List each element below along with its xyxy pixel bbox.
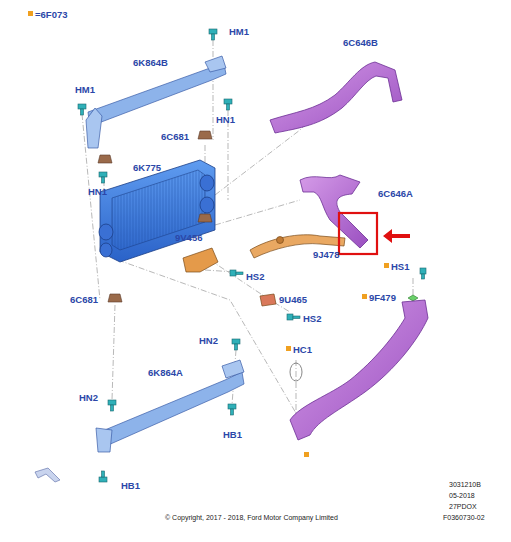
part-number: 9U465 bbox=[279, 295, 307, 305]
lower-bracket bbox=[96, 360, 244, 452]
note-squares bbox=[28, 11, 389, 457]
part-number: HS1 bbox=[391, 262, 409, 272]
part-number: HN2 bbox=[79, 393, 98, 403]
part-number: HS2 bbox=[246, 272, 264, 282]
part-number: 9F479 bbox=[369, 293, 396, 303]
part-number: 6K864A bbox=[148, 368, 183, 378]
footer-note: F0360730-02 bbox=[443, 514, 485, 521]
part-number: HN1 bbox=[88, 187, 107, 197]
part-number: HM1 bbox=[229, 27, 249, 37]
pointer-arrow bbox=[383, 229, 410, 243]
part-number: 6K864B bbox=[133, 58, 168, 68]
part-number: 6C646B bbox=[343, 38, 378, 48]
footer-note: 3031210B bbox=[449, 481, 481, 488]
highlight-box bbox=[339, 213, 377, 254]
orange-parts bbox=[183, 235, 345, 306]
upper-bracket bbox=[86, 56, 226, 148]
part-number: 6K775 bbox=[133, 163, 161, 173]
footer-note: © Copyright, 2017 - 2018, Ford Motor Com… bbox=[165, 514, 338, 521]
hoses bbox=[270, 62, 428, 440]
part-number: 9V456 bbox=[175, 233, 202, 243]
part-number: HB1 bbox=[121, 481, 140, 491]
part-number: 6C681 bbox=[161, 132, 189, 142]
part-number: =6F073 bbox=[35, 10, 68, 20]
fasteners bbox=[78, 29, 426, 482]
footer-note: 05-2018 bbox=[449, 492, 475, 499]
part-number: HN1 bbox=[216, 115, 235, 125]
part-number: 6C646A bbox=[378, 189, 413, 199]
intercooler bbox=[99, 160, 215, 262]
footer-note: 27PDOX bbox=[449, 503, 477, 510]
part-number: 6C681 bbox=[70, 295, 98, 305]
orientation-arrow bbox=[35, 468, 60, 482]
part-number: HM1 bbox=[75, 85, 95, 95]
part-number: 9J478 bbox=[313, 250, 339, 260]
part-number: HB1 bbox=[223, 430, 242, 440]
grommets bbox=[98, 131, 212, 302]
part-number: HN2 bbox=[199, 336, 218, 346]
part-number: HS2 bbox=[303, 314, 321, 324]
part-number: HC1 bbox=[293, 345, 312, 355]
